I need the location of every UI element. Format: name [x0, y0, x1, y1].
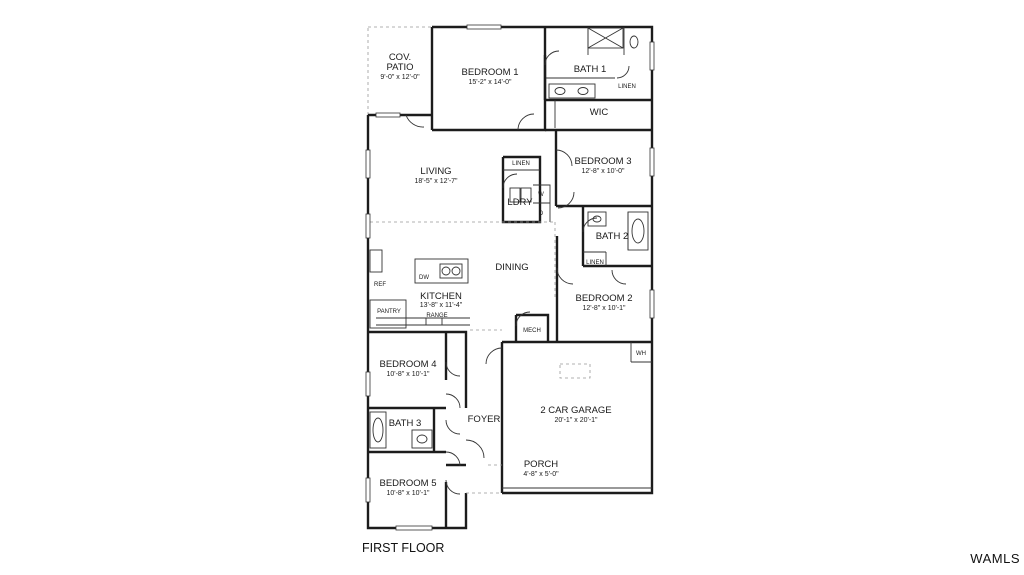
kitchen-label: KITCHEN: [420, 291, 462, 302]
dining-label: DINING: [495, 262, 528, 273]
patio-dimensions: 9'-0" x 12'-0": [380, 74, 420, 81]
bedroom1-label: BEDROOM 1: [461, 67, 518, 78]
wh-label: WH: [636, 351, 646, 357]
ldry-label: LDRY: [507, 197, 533, 208]
bedroom4-dimensions: 10'-8" x 10'-1": [386, 371, 430, 378]
bedroom1-dimensions: 15'-2" x 14'-0": [468, 79, 512, 86]
living-label: LIVING: [420, 166, 451, 177]
garage-dimensions: 20'-1" x 20'-1": [554, 417, 598, 424]
bath1-label: BATH 1: [574, 64, 607, 75]
fixtures: [369, 27, 649, 449]
range-label: RANGE: [426, 313, 447, 319]
linen-label-laundry: LINEN: [512, 161, 530, 167]
porch-dimensions: 4'-8" x 5'-0": [523, 471, 559, 478]
bedroom3-dimensions: 12'-8" x 10'-0": [581, 168, 625, 175]
bath3-label: BATH 3: [389, 418, 422, 429]
washer-label: W: [538, 192, 544, 198]
bedroom4-label: BEDROOM 4: [379, 359, 436, 370]
bath2-label: BATH 2: [596, 231, 629, 242]
windows: [365, 24, 655, 531]
garage-label: 2 CAR GARAGE: [540, 405, 611, 416]
patio-label-a: COV.: [389, 52, 411, 63]
bedroom5-dimensions: 10'-8" x 10'-1": [386, 490, 430, 497]
linen-label-bath1: LINEN: [618, 84, 636, 90]
ref-label: REF: [374, 282, 386, 288]
bedroom3-label: BEDROOM 3: [574, 156, 631, 167]
mech-label: MECH: [523, 328, 541, 334]
brand-watermark: WAMLS: [970, 551, 1020, 566]
living-dimensions: 18'-5" x 12'-7": [414, 178, 458, 185]
bedroom5-label: BEDROOM 5: [379, 478, 436, 489]
wic-label: WIC: [590, 107, 609, 118]
patio-label-b: PATIO: [386, 62, 413, 73]
bedroom2-dimensions: 12'-8" x 10'-1": [582, 305, 626, 312]
pantry-label: PANTRY: [377, 309, 401, 315]
porch-label: PORCH: [524, 459, 558, 470]
bedroom2-label: BEDROOM 2: [575, 293, 632, 304]
room-labels: COV. PATIO 9'-0" x 12'-0" BEDROOM 1 15'-…: [374, 52, 646, 497]
dw-label: DW: [419, 275, 429, 281]
dryer-label: D: [539, 211, 544, 217]
kitchen-dimensions: 13'-8" x 11'-4": [420, 302, 463, 309]
interior-walls: [368, 27, 652, 528]
doors: [405, 50, 630, 495]
linen-label-bath2: LINEN: [586, 260, 604, 266]
foyer-label: FOYER: [468, 414, 501, 425]
floor-caption: FIRST FLOOR: [362, 541, 445, 555]
